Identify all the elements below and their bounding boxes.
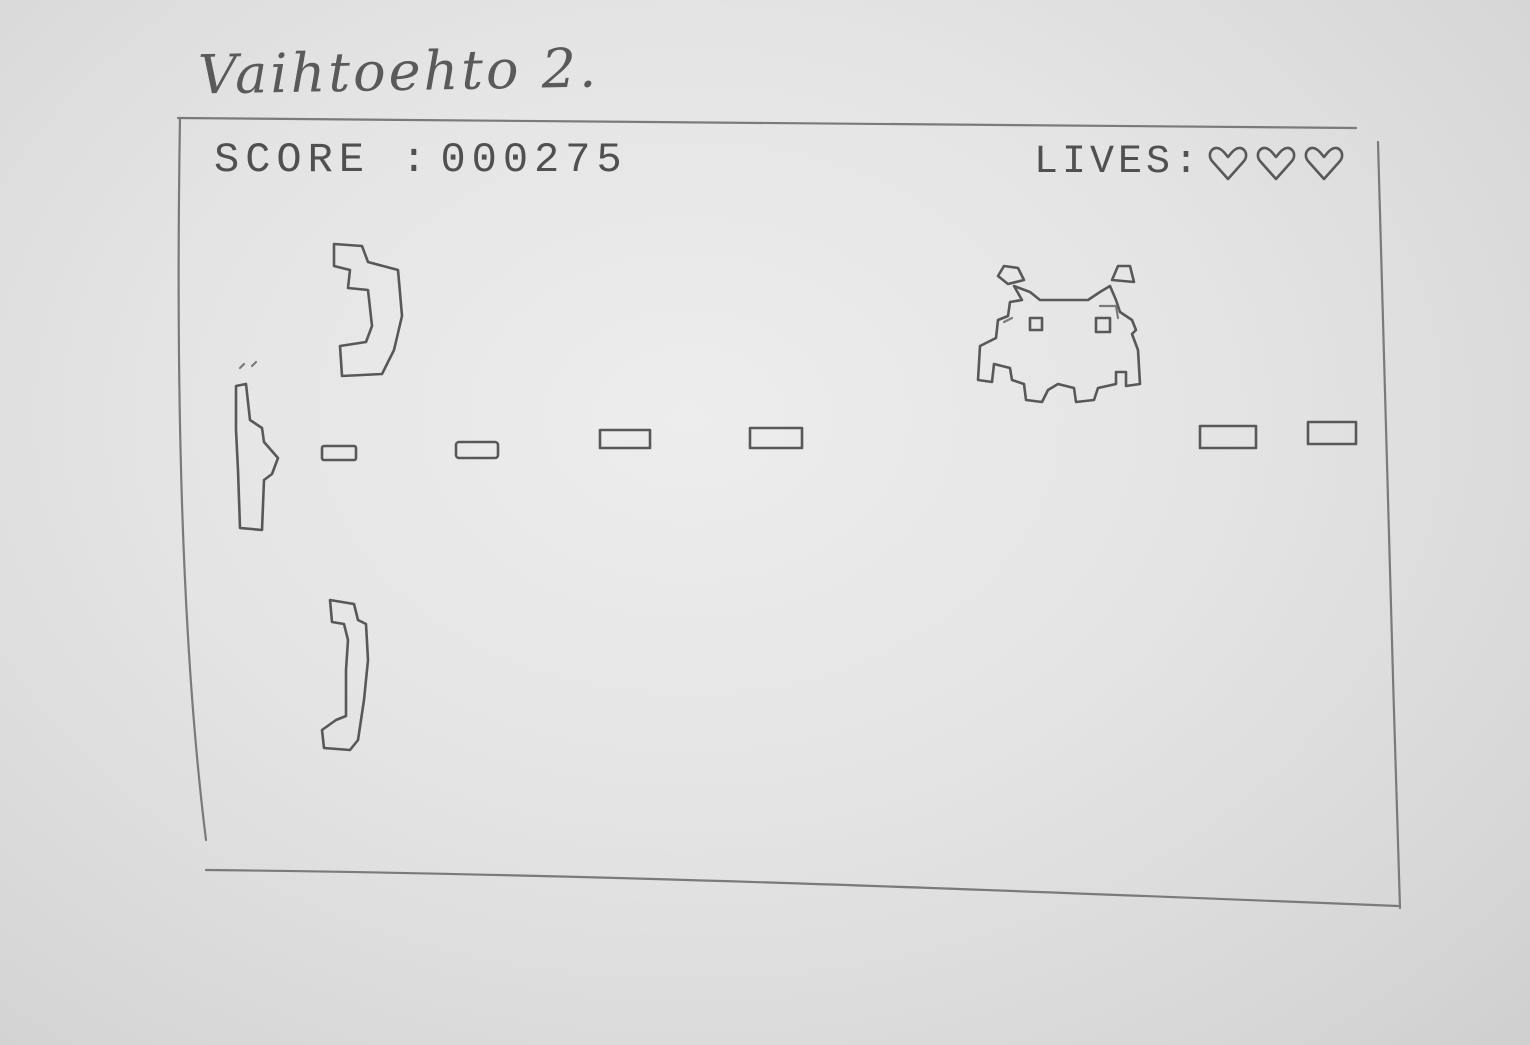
bullet-icon [454,440,500,460]
frame-top-edge [176,116,1358,130]
score-value: 000275 [440,136,628,184]
score-label: SCORE : [214,136,433,184]
player-ship-icon [234,382,280,532]
lives-display: LIVES: [1034,140,1346,185]
frame-right-edge [1376,140,1402,910]
lives-label: LIVES: [1034,140,1203,185]
shield-barrier-icon [320,598,370,752]
space-invader-icon [976,264,1142,404]
frame-bottom-edge [204,868,1400,908]
score-display: SCORE :000275 [214,136,628,184]
heart-icon [1208,146,1248,180]
heart-icon [1304,146,1344,180]
bullet-icon [598,428,652,450]
shield-barrier-icon [332,242,404,378]
frame-left-edge [177,116,208,842]
bullet-icon [320,444,358,462]
bullet-icon [1198,424,1258,450]
bullet-icon [1306,420,1358,446]
engine-flame-icon [238,360,258,370]
bullet-icon [748,426,804,450]
heart-icon [1256,146,1296,180]
